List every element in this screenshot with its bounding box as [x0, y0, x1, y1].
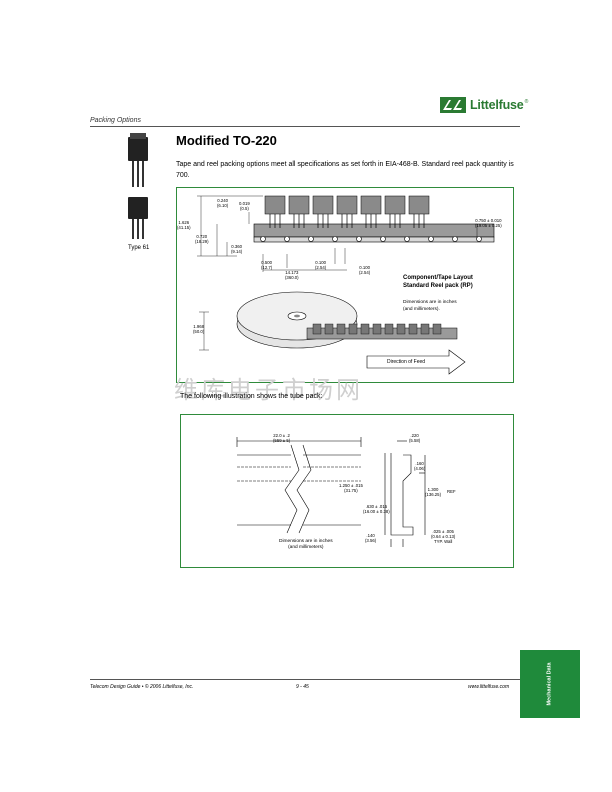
dim-22: 22.0 ± .2(559 ± 5) [273, 433, 291, 443]
dim-0240: 0.240(6.10) [217, 198, 229, 208]
tube-dims-note: Dimensions are in inches(and millimeters… [279, 539, 333, 550]
reel-tape-drawing [197, 195, 495, 375]
to220-component-images [128, 133, 148, 239]
dim-025: .025 ± .005(0.64 ± 0.13)TYP. Wall [431, 529, 456, 544]
tube-diagram-box: 22.0 ± .2(559 ± 5) .220(5.58) .160(4.06)… [180, 414, 514, 568]
footer-left: Telecom Design Guide • © 2006 Littelfuse… [90, 684, 194, 690]
watermark: 维库电子市场网 [174, 376, 363, 404]
tube-pack-drawing [236, 437, 426, 547]
dim-630: .630 ± .015(16.00 ± 0.38) [363, 504, 390, 514]
tube-intro: The following illustration shows the tub… [180, 393, 323, 400]
mechanical-data-tab: Mechanical Data [520, 650, 580, 718]
to220-package-side-icon [128, 197, 148, 239]
dim-0100a: 0.100(2.54) [315, 260, 327, 270]
section-label: Packing Options [90, 117, 141, 124]
ref-label: REF [447, 489, 456, 494]
type-label: Type 61 [128, 245, 150, 251]
dim-0720: 0.720(18.29) [195, 234, 209, 244]
to220-package-front-icon [128, 133, 148, 187]
feed-direction-arrow-icon [366, 349, 466, 375]
dim-0750: 0.750 ± 0.010(19.05 ± 0.25) [475, 218, 502, 228]
brand-name: Littelfuse [470, 98, 524, 112]
littelfuse-logo-icon [440, 97, 466, 113]
dim-1968: 1.968(50.0) [193, 324, 205, 334]
footer-rule [90, 679, 520, 680]
dim-160: .160(4.06) [414, 461, 426, 471]
header-rule [90, 126, 520, 127]
footer-url: www.littelfuse.com [468, 684, 510, 690]
page-number: 9 - 45 [296, 684, 309, 690]
page-title: Modified TO-220 [176, 133, 277, 148]
intro-paragraph: Tape and reel packing options meet all s… [176, 161, 514, 179]
side-tab-label: Mechanical Data [546, 662, 553, 706]
feed-label: Direction of Feed [387, 359, 426, 365]
dim-1626: 1.626(41.15) [177, 220, 191, 230]
brand-registered-mark: ® [524, 99, 529, 105]
reel-diagram-box: 0.240(6.10) 0.019(0.5) 1.626(41.15) 0.72… [176, 187, 514, 383]
dim-0100b: 0.100(2.54) [359, 265, 371, 275]
dim-0360: 0.360(9.14) [231, 244, 243, 254]
dim-220: .220(5.58) [409, 433, 421, 443]
brand-logo: Littelfuse® [440, 97, 528, 113]
reel-dims-note: Dimensions are in inches(and millimeters… [403, 300, 457, 312]
dim-1250: 1.250 ± .015(31.75) [339, 483, 363, 493]
dim-140: .140(3.56) [365, 533, 377, 543]
dim-14173: 14.173(360.0) [285, 270, 299, 280]
dim-0019: 0.019(0.5) [239, 201, 250, 211]
dim-1300: 1.300(136.25) [425, 487, 442, 497]
dim-0500: 0.500(12.7) [261, 260, 273, 270]
